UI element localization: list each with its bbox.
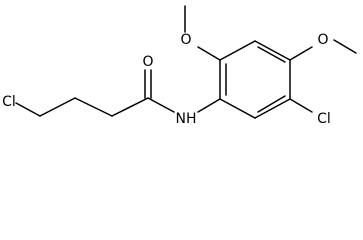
atom-label-o-carbonyl: O (142, 54, 153, 70)
bond-lines (15, 5, 357, 119)
ring-inner-bond-3 (257, 95, 286, 113)
atom-label-o-methoxy-2: O (180, 32, 191, 48)
bond-ring-o4 (289, 46, 313, 61)
bond-ring-cl (289, 98, 313, 113)
atom-label-cl-left: Cl (2, 94, 16, 110)
bond-c3-carbonyl (111, 97, 149, 117)
ring-bond-3 (254, 40, 291, 61)
atom-label-nh: NH (176, 111, 197, 127)
ring-bond-5 (254, 98, 291, 119)
bond-cl-c1 (15, 102, 41, 117)
bond-ring-o2 (197, 46, 221, 61)
bond-c2-c3 (74, 97, 113, 117)
ring-inner-bond-2 (257, 46, 286, 63)
bond-nh-ring (197, 98, 221, 113)
atom-label-o-methoxy-4: O (317, 32, 328, 48)
bond-carbonyl-nh (147, 97, 175, 113)
ring-bond-2 (219, 40, 256, 61)
bond-o4-methyl (333, 39, 357, 54)
atom-labels: Cl O NH O O Cl (2, 32, 331, 127)
atom-label-cl-ring: Cl (317, 111, 331, 127)
ring-bond-6 (219, 98, 256, 119)
bond-c1-c2 (39, 97, 76, 117)
chemical-structure-diagram: Cl O NH O O Cl (2, 5, 357, 127)
